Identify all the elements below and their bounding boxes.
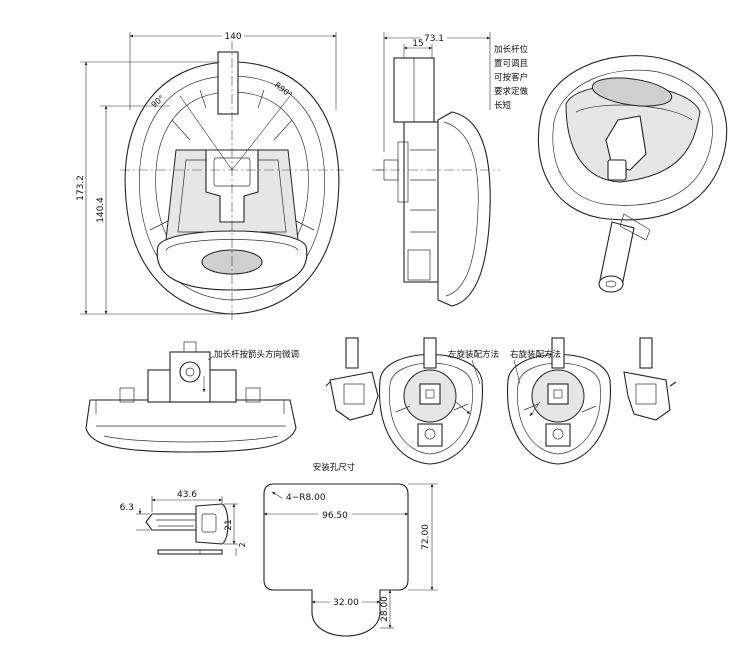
dim-front-height-outer: 173.2: [76, 175, 86, 201]
cutout-title: 安装孔尺寸: [313, 462, 356, 473]
label-right-mount: 右旋装配方法: [510, 349, 561, 360]
corner-radius-label: 4−R8.00: [286, 493, 326, 503]
cutout-drawing: 安装孔尺寸 4−R8.00 96.50 72.00 32.00 28.00: [263, 462, 438, 637]
dim-front-width: 140: [224, 32, 241, 42]
mount-cam-left: [325, 337, 379, 421]
key-drawing: 43.6 6.3 21 2: [120, 490, 247, 556]
side-view: 73.1 15 加长杆位 置可调且 可按客户 要求定做 长短: [372, 31, 529, 307]
note-rod-line-4: 要求定做: [494, 86, 529, 97]
dim-key-head: 6.3: [120, 503, 134, 513]
dim-tab-width: 32.00: [333, 598, 359, 608]
dim-tab-height: 28.00: [380, 596, 390, 622]
dim-front-height-inner: 140.4: [96, 197, 106, 223]
dim-side-offset: 15: [412, 39, 423, 49]
dim-cutout-width: 96.50: [322, 511, 348, 521]
note-rod-line-1: 加长杆位: [494, 44, 529, 55]
mount-left-assembly: 左旋装配方法: [378, 337, 499, 465]
dim-key-length: 43.6: [177, 490, 197, 500]
note-fine-tune: 加长杆按箭头方向微调: [214, 349, 299, 360]
mount-cam-right: [623, 337, 677, 421]
note-rod-line-3: 可按客户: [494, 72, 528, 83]
mount-right-assembly: 右旋装配方法: [506, 337, 611, 465]
note-rod-line-5: 长短: [494, 100, 512, 111]
dim-side-width: 73.1: [424, 34, 444, 44]
dim-cutout-height: 72.00: [421, 524, 431, 550]
note-rod-line-2: 置可调且: [494, 59, 529, 69]
label-left-mount: 左旋装配方法: [448, 349, 499, 360]
isometric-view: [538, 55, 728, 293]
front-view: 140 173.2 140.4 90° R90°: [76, 29, 344, 320]
dim-key-width: 21: [224, 519, 234, 530]
bottom-view: 加长杆按箭头方向微调: [85, 341, 299, 453]
dim-key-thickness: 2: [238, 542, 247, 547]
